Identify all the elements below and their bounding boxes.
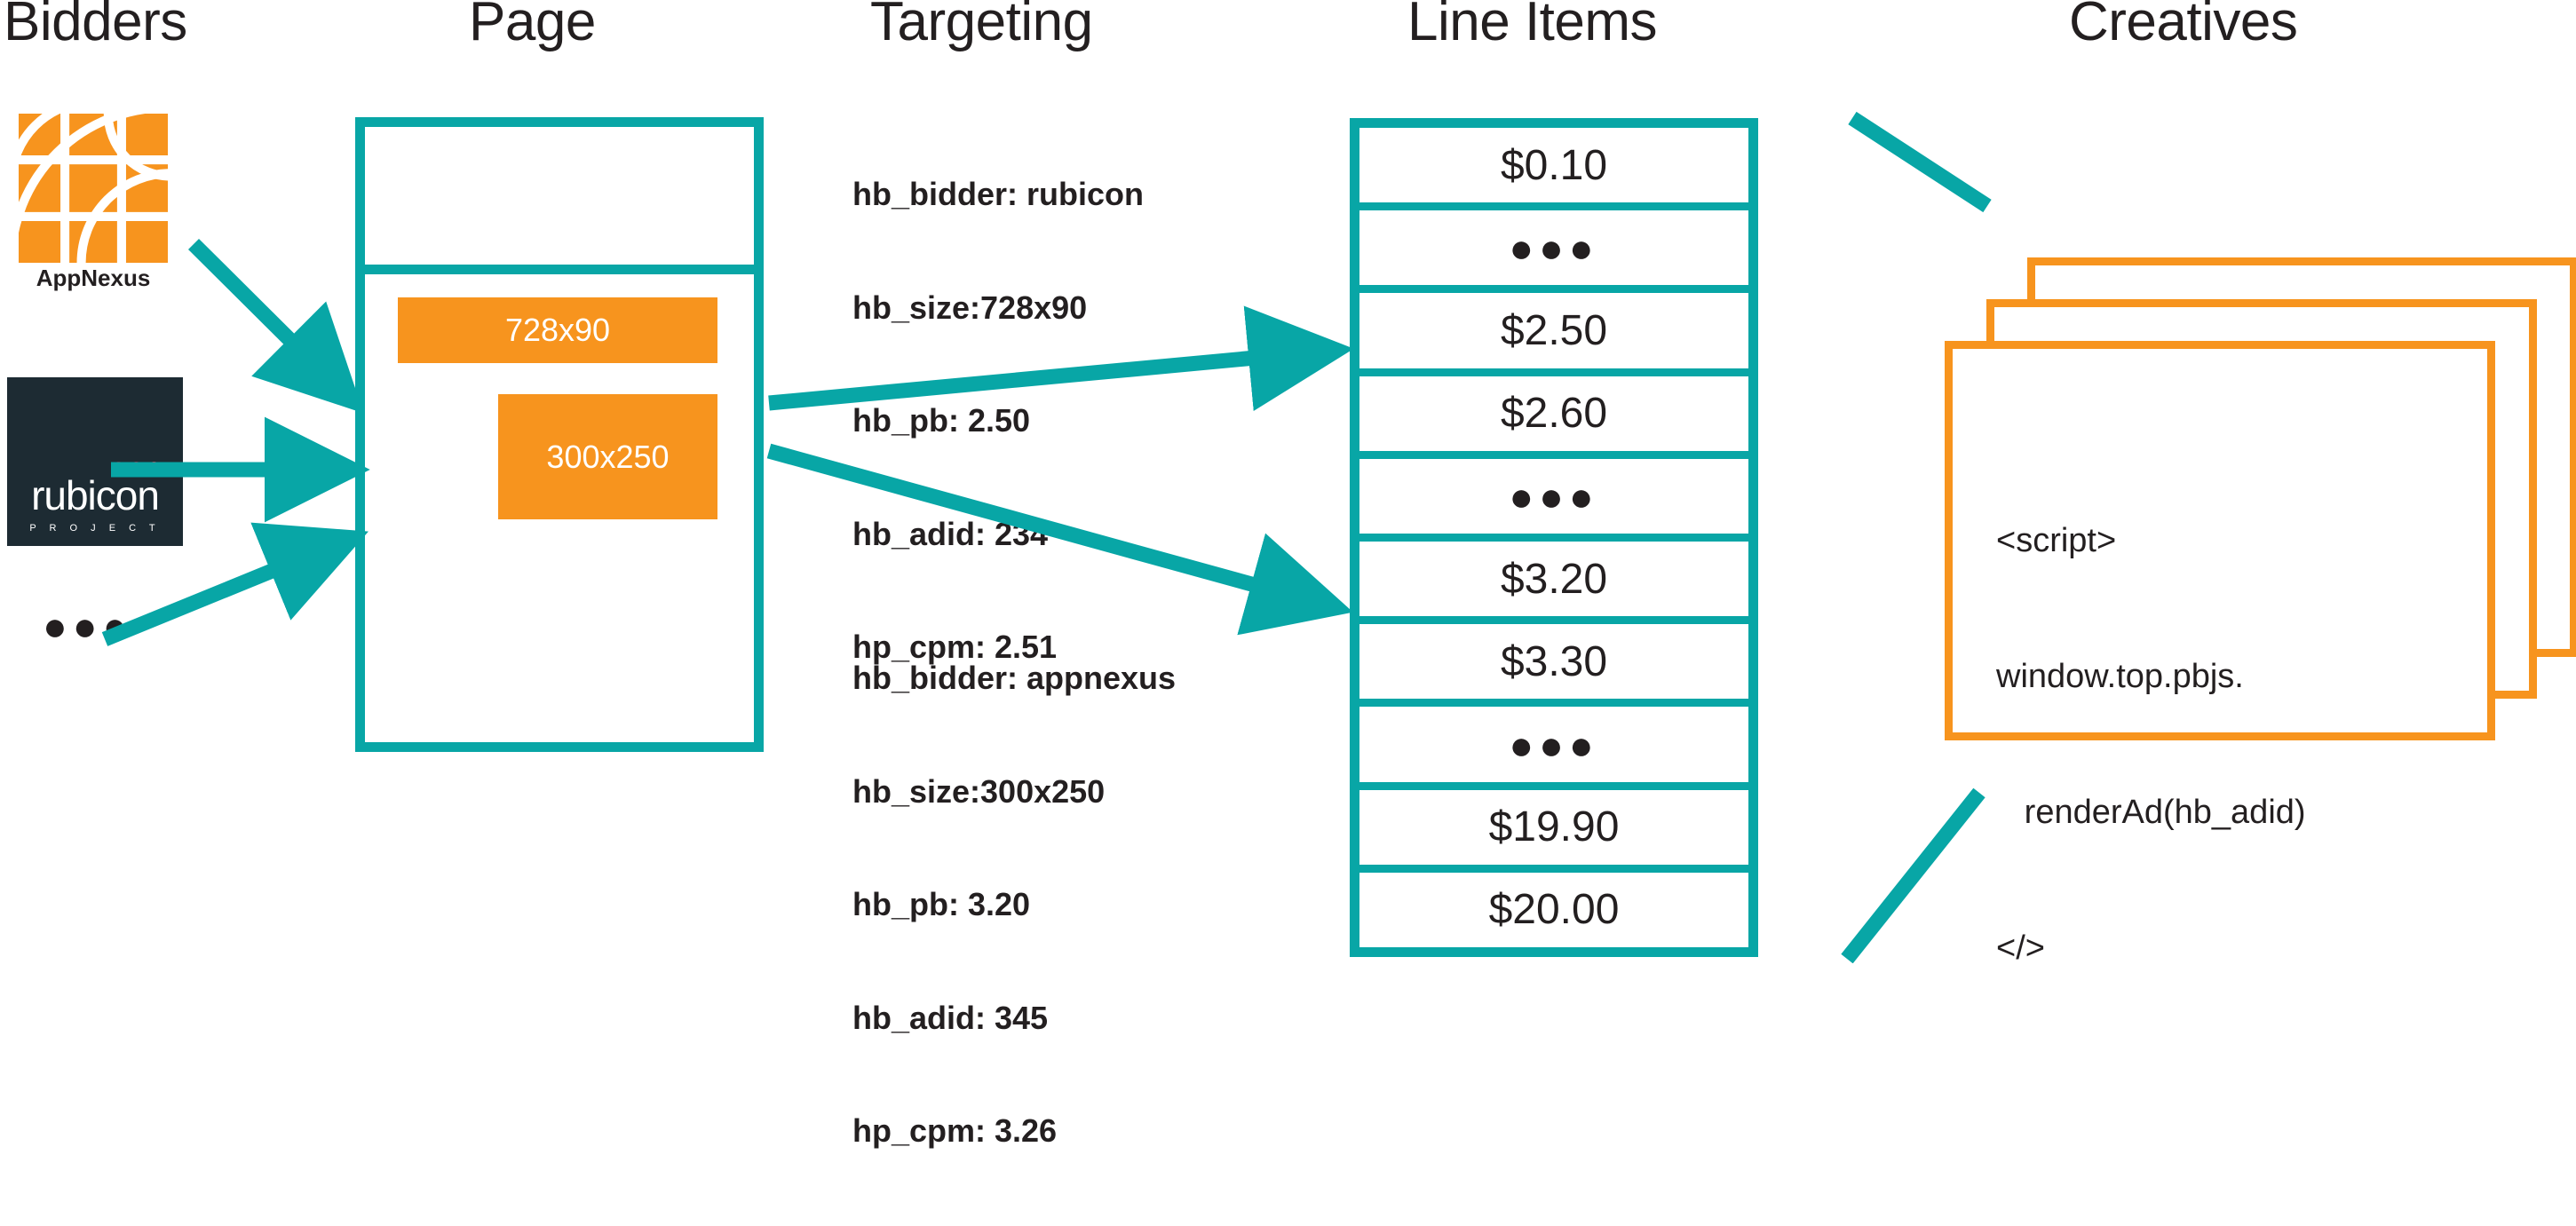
ad-slot-300x250[interactable]: 300x250	[498, 394, 717, 519]
line-item-row: ●●●	[1359, 459, 1748, 542]
targeting-line: hb_bidder: appnexus	[852, 660, 1177, 696]
line-item-row[interactable]: $2.50	[1359, 293, 1748, 376]
line-item-row[interactable]: $3.30	[1359, 624, 1748, 708]
arrow-appnexus-to-page	[188, 238, 364, 414]
line-item-row: ●●●	[1359, 210, 1748, 294]
column-title-targeting: Targeting	[870, 0, 1093, 52]
targeting-line: hp_cpm: 3.26	[852, 1112, 1058, 1149]
line-item-row[interactable]: $3.20	[1359, 542, 1748, 625]
code-line: </>	[1996, 929, 2045, 967]
column-title-bidders: Bidders	[4, 0, 187, 52]
column-title-line-items: Line Items	[1407, 0, 1658, 52]
page-header-divider	[355, 265, 764, 274]
targeting-line: hb_pb: 3.20	[852, 886, 1031, 922]
targeting-line: hb_adid: 234	[852, 515, 1049, 552]
column-title-creatives: Creatives	[2069, 0, 2298, 52]
line-item-row[interactable]: $2.60	[1359, 376, 1748, 459]
bidders-more-indicator: ●●●	[43, 603, 133, 649]
line-item-row[interactable]: $20.00	[1488, 886, 1620, 934]
line-item-row[interactable]: $19.90	[1359, 790, 1748, 873]
creative-card-front[interactable]	[1945, 341, 2495, 740]
targeting-key-values-appnexus: hb_bidder: appnexus hb_size:300x250 hb_p…	[852, 584, 1176, 1226]
targeting-line: hb_adid: 345	[852, 999, 1049, 1036]
targeting-line: hb_pb: 2.50	[852, 402, 1031, 439]
targeting-line: hp_cpm: 2.51	[852, 629, 1058, 665]
creative-code-snippet: <script> window.top.pbjs. renderAd(hb_ad…	[1996, 428, 2476, 1062]
targeting-line: hb_size:300x250	[852, 772, 1106, 810]
code-line: window.top.pbjs.	[1996, 658, 2244, 695]
column-title-page: Page	[469, 0, 596, 52]
rubicon-sublabel: P R O J E C T	[29, 523, 161, 534]
code-line: <script>	[1996, 522, 2117, 559]
arrow-more-bidders-to-page	[101, 522, 369, 646]
targeting-line: hb_bidder: rubicon	[852, 176, 1144, 212]
line-lineitems-bottom-to-creatives	[1841, 787, 1986, 963]
appnexus-label: AppNexus	[36, 265, 151, 291]
line-item-row[interactable]: $0.10	[1359, 128, 1748, 211]
rubicon-wordmark: rubicon	[31, 472, 160, 518]
diagram-canvas: Bidders Page Targeting Line Items Creati…	[4, 0, 2576, 1149]
appnexus-logo-icon	[12, 114, 174, 263]
line-items-table: $0.10 ●●● $2.50 $2.60 ●●● $3.20 $3.30 ●●…	[1350, 118, 1758, 957]
code-line: renderAd(hb_adid)	[1996, 794, 2306, 831]
rubicon-project-logo-icon: rubicon P R O J E C T	[7, 377, 183, 546]
line-item-row: ●●●	[1359, 707, 1748, 790]
targeting-line: hb_size:728x90	[852, 289, 1088, 326]
ad-slot-728x90[interactable]: 728x90	[398, 297, 717, 363]
line-lineitems-top-to-creatives	[1848, 111, 1992, 213]
